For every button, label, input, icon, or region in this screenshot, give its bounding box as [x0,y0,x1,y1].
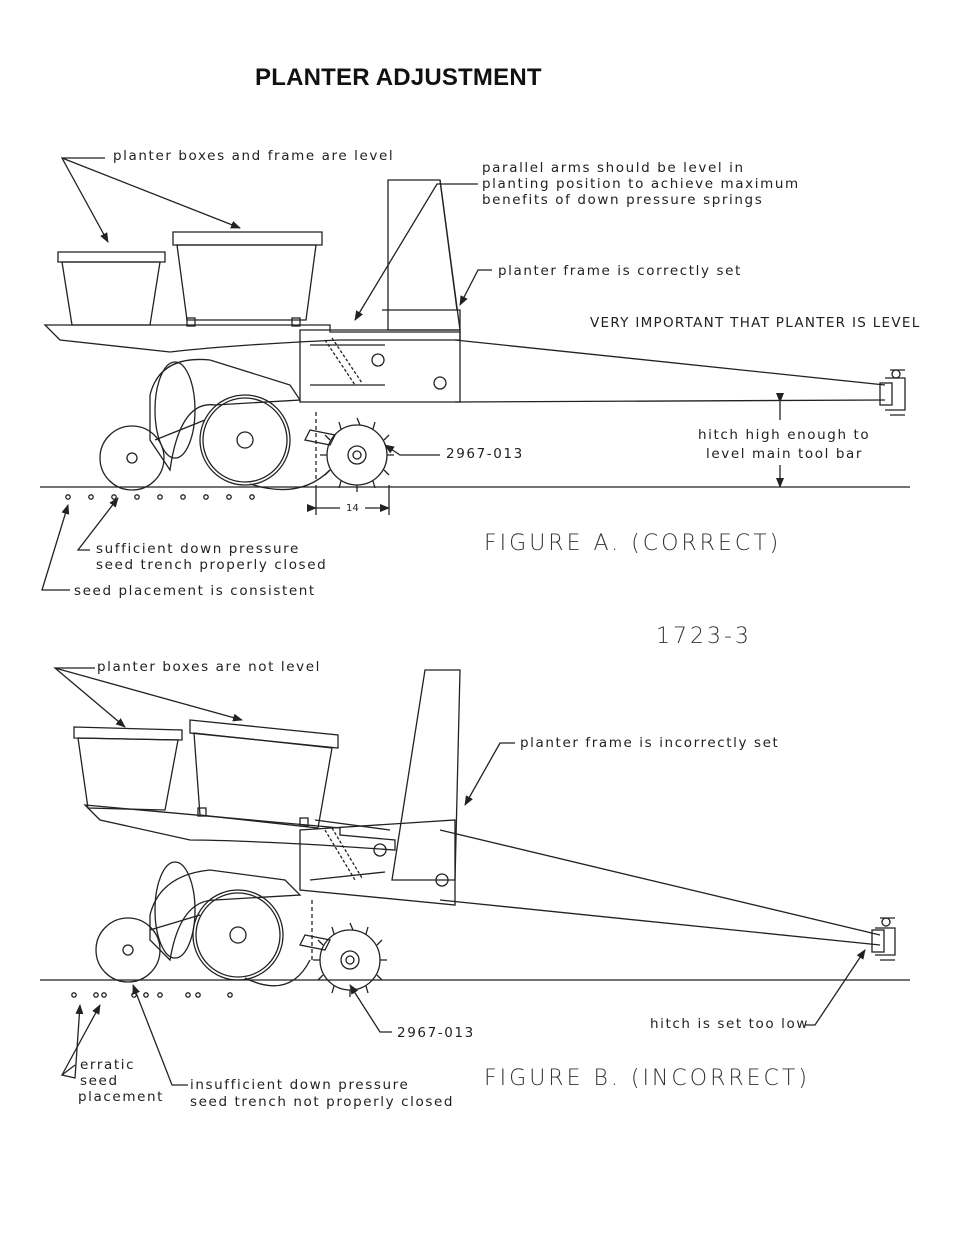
frame-bar-b [83,804,396,851]
label-sufficient-pressure-2: seed trench properly closed [96,557,328,573]
dimension-14: 14 [346,503,359,514]
label-hitch-low: hitch is set too low [650,1016,810,1032]
part-number-a: 2967-013 [446,446,524,462]
seed-box-left-a [57,251,166,326]
label-sufficient-pressure-1: sufficient down pressure [96,541,300,557]
figure-b-drawing [40,667,910,1086]
label-boxes-not-level: planter boxes are not level [97,659,322,675]
rear-tire-a [154,361,196,459]
frame-bar-a [43,324,461,353]
caption-figure-a: FIGURE A. (CORRECT) [484,531,782,556]
label-frame-correct: planter frame is correctly set [498,263,742,279]
label-frame-incorrect: planter frame is incorrectly set [520,735,780,751]
planter-disc-a [199,394,291,486]
label-erratic-3: placement [78,1089,165,1105]
rear-tire-b [154,861,196,959]
label-arms-line2: planting position to achieve maximum [482,176,800,192]
label-insufficient-pressure-1: insufficient down pressure [190,1077,410,1093]
seed-row-a [65,494,255,500]
part-number-b: 2967-013 [397,1025,475,1041]
seed-box-right-b [189,719,339,829]
parallel-arms-a [310,337,447,390]
caption-figure-b: FIGURE B. (INCORRECT) [484,1066,810,1091]
gauge-wheel-b [95,917,161,983]
page-title: PLANTER ADJUSTMENT [255,64,542,91]
upright-column-a [387,179,461,331]
label-boxes-level: planter boxes and frame are level [113,148,395,164]
label-erratic-1: erratic [80,1057,136,1073]
label-hitch-high-2: level main tool bar [706,446,864,462]
label-very-important: VERY IMPORTANT THAT PLANTER IS LEVEL [590,315,921,331]
figure-a-drawing [40,157,910,591]
gauge-wheel-a [99,425,165,491]
frame-shank-a [149,358,302,472]
drawing-number: 1723-3 [656,624,752,649]
seed-row-b [71,992,233,998]
label-seed-consistent: seed placement is consistent [74,583,316,599]
seed-box-left-b [73,726,183,811]
label-hitch-high-1: hitch high enough to [698,427,871,443]
seed-box-right-a [172,231,323,327]
closing-wheel-a [304,417,394,492]
closing-wheel-b [299,922,387,997]
label-arms-line3: benefits of down pressure springs [482,192,764,208]
frame-shank-b [149,869,302,962]
upright-column-b [391,669,461,881]
label-erratic-2: seed [80,1073,119,1089]
label-insufficient-pressure-2: seed trench not properly closed [190,1094,455,1110]
planter-disc-b [192,889,284,981]
parallel-arms-b [309,819,449,887]
label-arms-line1: parallel arms should be level in [482,160,745,176]
